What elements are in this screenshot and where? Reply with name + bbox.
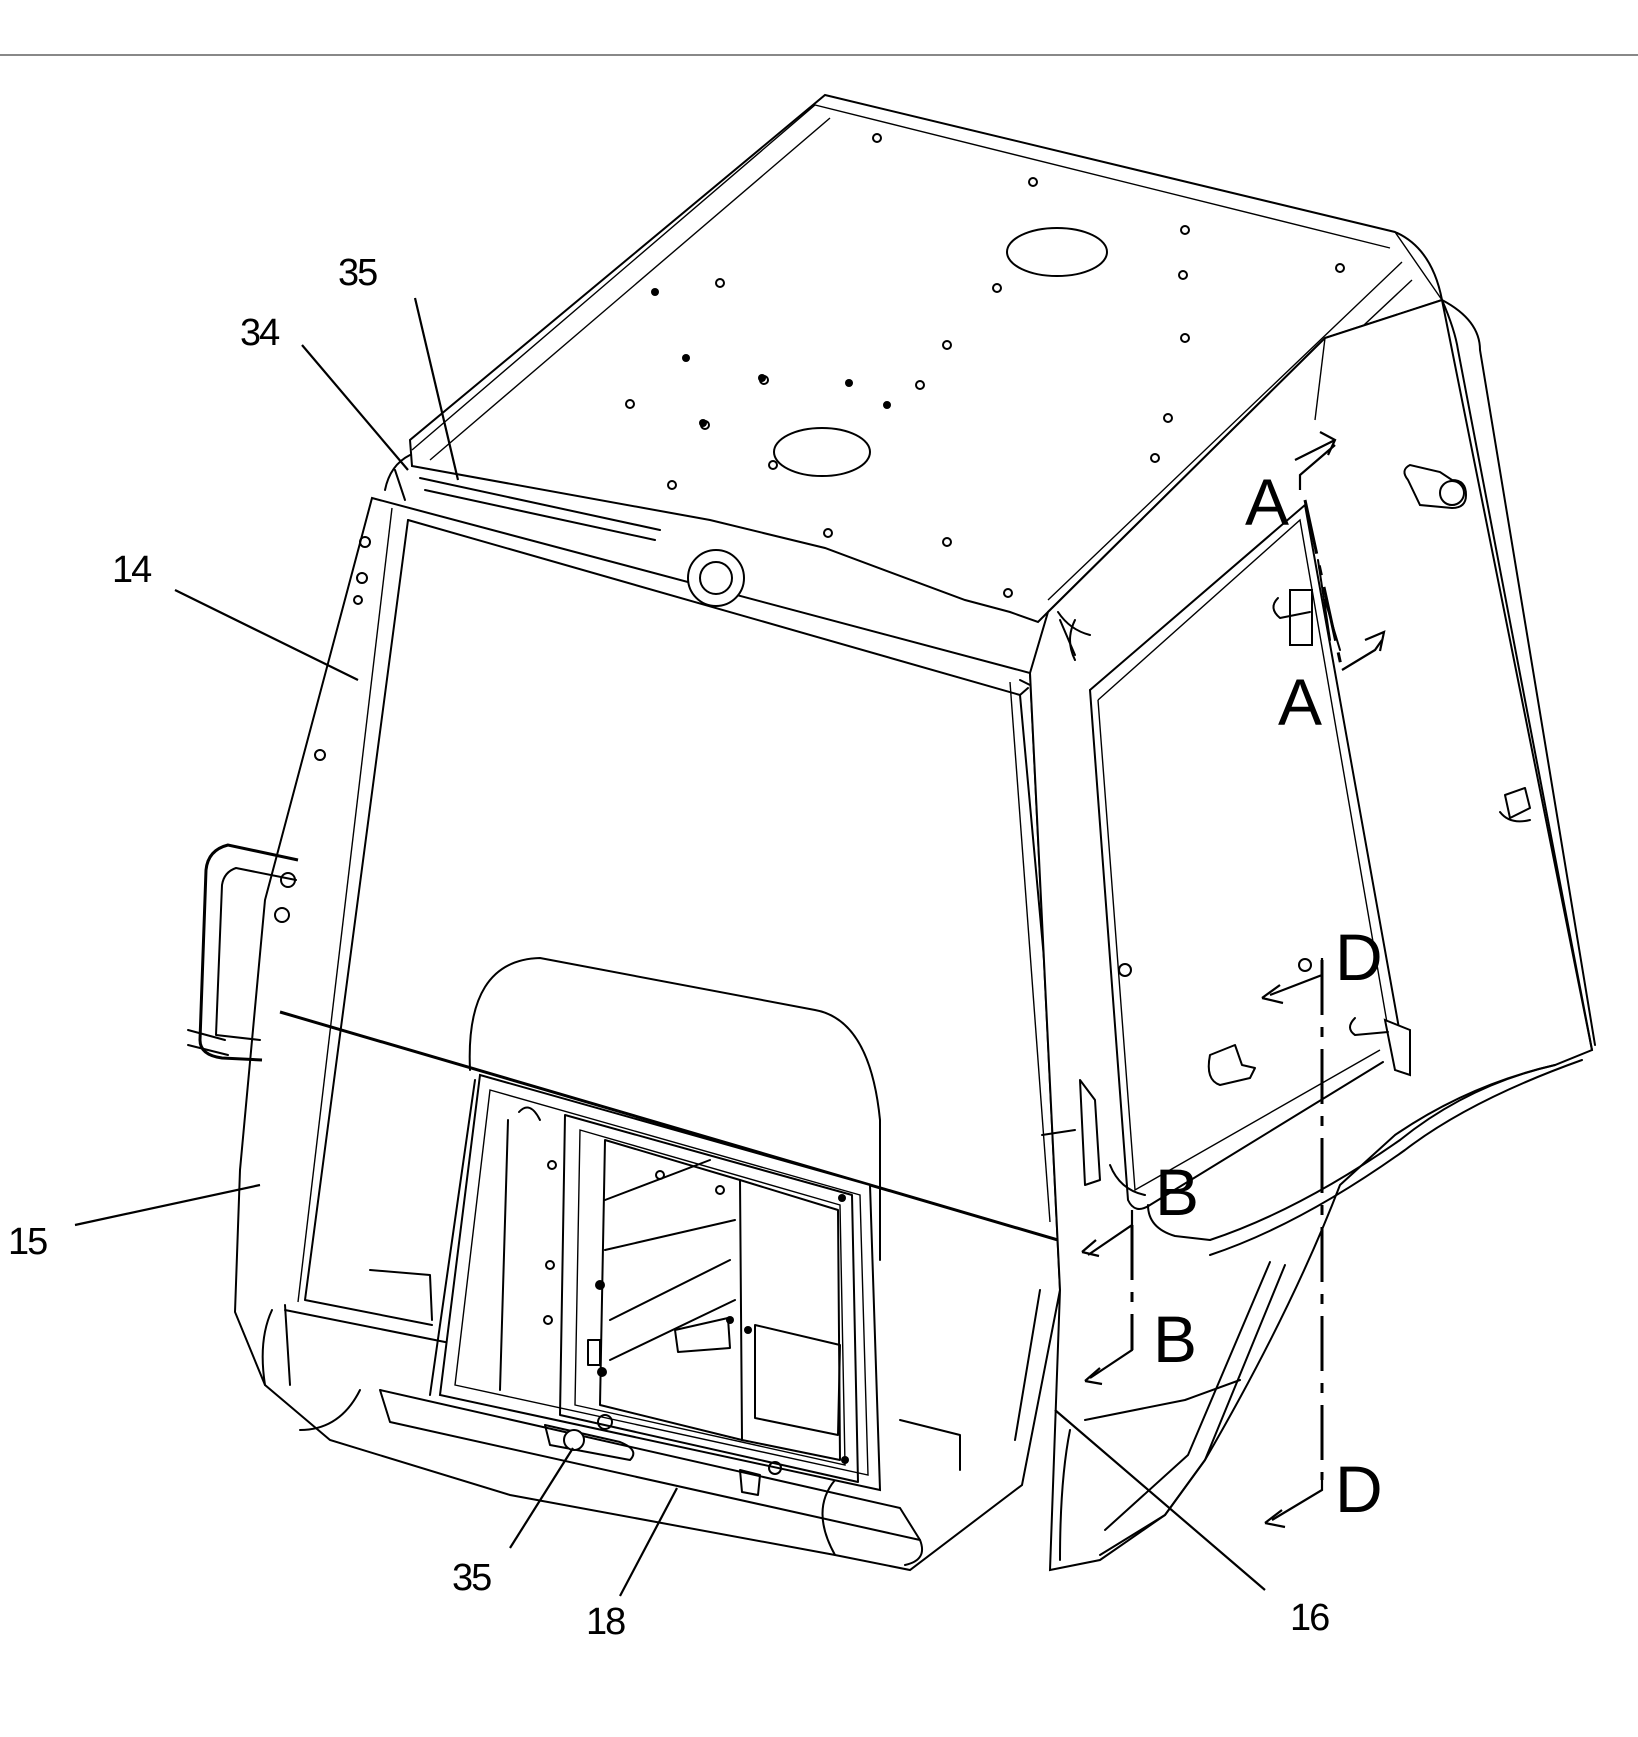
callout-15: 15 [8, 1221, 47, 1263]
grab-handle [187, 843, 299, 1062]
section-lines [1081, 431, 1386, 1529]
cab-roof [408, 93, 1444, 624]
callout-34: 34 [240, 312, 280, 354]
wiper-assembly [384, 454, 745, 607]
section-b-bottom: B [1153, 1302, 1197, 1376]
front-window-panel [429, 957, 881, 1396]
roof-bolts [625, 133, 1345, 598]
section-d-top: D [1335, 920, 1383, 994]
section-a-bottom: A [1278, 665, 1322, 739]
cab-right-side [1028, 298, 1596, 1572]
roof-hatch-large [1006, 227, 1108, 277]
section-labels: A A B B D D [1153, 465, 1383, 1526]
section-b-top: B [1155, 1155, 1199, 1229]
front-step [379, 1389, 921, 1541]
callout-35-top: 35 [338, 252, 377, 294]
roof-hatch-small [773, 427, 871, 477]
callout-16: 16 [1290, 1597, 1329, 1639]
callout-labels: 35 34 14 15 35 18 16 [8, 252, 1331, 1643]
section-a-top: A [1245, 465, 1289, 539]
callout-35-bottom: 35 [452, 1557, 491, 1599]
callout-leaders [74, 297, 1266, 1597]
front-access-panel [438, 1073, 882, 1492]
section-d-bottom: D [1335, 1452, 1383, 1526]
callout-14: 14 [112, 549, 152, 591]
callout-18: 18 [586, 1601, 625, 1643]
